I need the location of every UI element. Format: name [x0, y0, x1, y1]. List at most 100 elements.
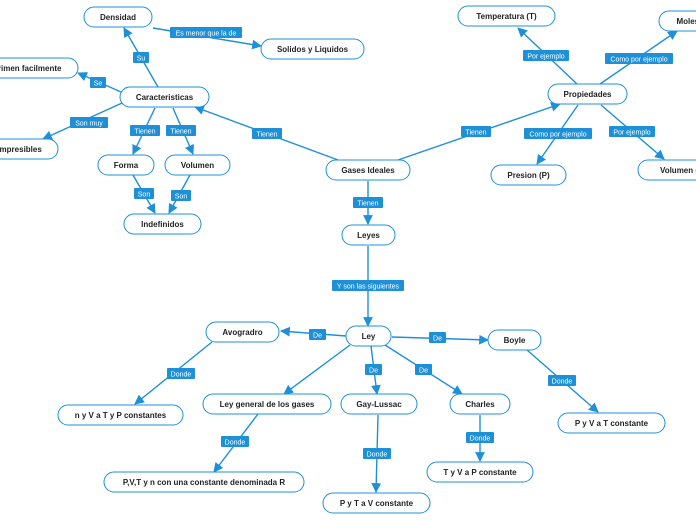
svg-text:Donde: Donde: [552, 379, 573, 386]
node-comprimen-facilmente[interactable]: comprimen facilmente: [0, 57, 79, 79]
edge-label-donde-general: Donde: [221, 436, 249, 447]
node-propiedades[interactable]: Propiedades: [547, 83, 628, 105]
svg-text:De: De: [419, 368, 428, 375]
edge-label-son-forma: Son: [134, 188, 154, 199]
edge-label-su: Su: [133, 52, 149, 63]
edge-label-tienen-leyes: Tienen: [353, 197, 383, 208]
svg-text:Leyes: Leyes: [357, 231, 380, 240]
edge-label-tienen-car: Tienen: [252, 128, 282, 139]
node-volumen[interactable]: Volumen: [164, 154, 231, 176]
svg-text:Su: Su: [137, 56, 146, 63]
node-p-y-v[interactable]: P y V a T constante: [557, 412, 666, 434]
svg-text:Y son las siguientes: Y son las siguientes: [337, 284, 400, 291]
edge-ley-general: [283, 344, 351, 395]
node-compresibles[interactable]: compresibles: [0, 138, 59, 160]
node-gases-ideales[interactable]: Gases Ideales: [325, 159, 411, 181]
svg-text:Por ejemplo: Por ejemplo: [613, 130, 650, 137]
svg-text:Donde: Donde: [367, 452, 388, 459]
svg-text:Solidos y Liquidos: Solidos y Liquidos: [277, 45, 349, 54]
node-t-y-v[interactable]: T y V a P constante: [426, 461, 534, 483]
node-ley-general[interactable]: Ley general de los gases: [202, 393, 332, 415]
svg-text:Gases Ideales: Gases Ideales: [341, 166, 395, 175]
edge-label-de-charles: De: [415, 364, 432, 375]
svg-text:Volumen (V): Volumen (V): [660, 166, 696, 175]
svg-text:Como por ejemplo: Como por ejemplo: [529, 132, 586, 139]
node-caracteristicas[interactable]: Caracteristicas: [119, 86, 210, 108]
svg-text:De: De: [433, 336, 442, 343]
edge-label-tienen-prop: Tienen: [461, 126, 491, 137]
node-temperatura[interactable]: Temperatura (T): [457, 5, 556, 27]
svg-text:Son muy: Son muy: [75, 121, 103, 128]
edge-label-donde-avogadro: Donde: [167, 368, 195, 379]
node-indefinidos[interactable]: Indefinidos: [123, 213, 202, 235]
svg-text:Gay-Lussac: Gay-Lussac: [356, 400, 402, 409]
node-solidos-liquidos[interactable]: Solidos y Liquidos: [260, 38, 365, 60]
svg-text:Caracteristicas: Caracteristicas: [136, 93, 194, 102]
svg-text:Moles (n): Moles (n): [676, 17, 696, 26]
svg-text:De: De: [369, 368, 378, 375]
svg-text:Es menor que la de: Es menor que la de: [176, 31, 237, 38]
node-densidad[interactable]: Densidad: [83, 6, 153, 28]
edge-label-donde-charles: Donde: [466, 432, 494, 443]
svg-text:comprimen facilmente: comprimen facilmente: [0, 64, 62, 73]
svg-text:Donde: Donde: [470, 436, 491, 443]
edge-label-son-muy: Son muy: [70, 117, 108, 128]
edge-label-por-ejemplo-temp: Por ejemplo: [523, 50, 569, 61]
svg-text:Ley: Ley: [362, 332, 376, 341]
node-pvtn[interactable]: P,V,T y n con una constante denominada R: [103, 471, 305, 493]
node-ley[interactable]: Ley: [345, 325, 392, 347]
edge-label-como-ejemplo-moles: Como por ejemplo: [605, 53, 673, 64]
svg-text:Densidad: Densidad: [100, 13, 136, 22]
node-gay-lussac[interactable]: Gay-Lussac: [340, 393, 418, 415]
edge-label-de-gay: De: [365, 364, 382, 375]
svg-text:De: De: [313, 333, 322, 340]
svg-text:T y V a P constante: T y V a P constante: [443, 468, 517, 477]
svg-text:Presion (P): Presion (P): [507, 171, 550, 180]
node-p-y-t[interactable]: P y T a V constante: [322, 492, 431, 514]
svg-text:Son: Son: [138, 192, 151, 199]
edge-label-donde-gay: Donde: [363, 448, 391, 459]
node-n-y-v[interactable]: n y V a T y P constantes: [57, 404, 184, 426]
svg-text:Charles: Charles: [465, 400, 495, 409]
edge-label-se: Se: [90, 77, 106, 88]
edge-label-son-volumen: Son: [171, 190, 191, 201]
node-avogadro[interactable]: Avogradro: [205, 321, 280, 343]
edge-label-tienen-volumen: Tienen: [166, 125, 196, 136]
svg-text:Boyle: Boyle: [504, 336, 526, 345]
svg-text:Ley general de los gases: Ley general de los gases: [220, 400, 315, 409]
edge-label-donde-boyle: Donde: [548, 375, 576, 386]
edge-label-de-boyle: De: [429, 332, 446, 343]
nodes: Densidad Solidos y Liquidos comprimen fa…: [0, 5, 696, 514]
node-charles[interactable]: Charles: [449, 393, 511, 415]
svg-text:Son: Son: [175, 194, 188, 201]
svg-text:Se: Se: [94, 81, 103, 88]
svg-text:Avogradro: Avogradro: [222, 328, 262, 337]
node-volumen-v[interactable]: Volumen (V): [637, 159, 696, 181]
svg-text:Propiedades: Propiedades: [563, 90, 612, 99]
svg-text:P,V,T y n con una constante de: P,V,T y n con una constante denominada R: [123, 478, 285, 487]
svg-text:Donde: Donde: [225, 440, 246, 447]
svg-text:Tienen: Tienen: [170, 129, 191, 136]
node-presion[interactable]: Presion (P): [490, 164, 567, 186]
node-leyes[interactable]: Leyes: [341, 224, 396, 246]
svg-text:P y T a V constante: P y T a V constante: [340, 499, 414, 508]
svg-text:Tienen: Tienen: [256, 132, 277, 139]
svg-text:Tienen: Tienen: [357, 201, 378, 208]
svg-text:Indefinidos: Indefinidos: [141, 220, 184, 229]
node-moles[interactable]: Moles (n): [658, 10, 696, 32]
svg-text:Como por ejemplo: Como por ejemplo: [610, 57, 667, 64]
svg-text:Volumen: Volumen: [181, 161, 214, 170]
svg-text:P y V a T constante: P y V a T constante: [575, 419, 649, 428]
svg-text:Forma: Forma: [114, 161, 139, 170]
edge-label-menor: Es menor que la de: [170, 27, 242, 38]
svg-text:Donde: Donde: [171, 372, 192, 379]
edge-label-por-ejemplo-volumen: Por ejemplo: [609, 126, 655, 137]
edge-label-como-ejemplo-presion: Como por ejemplo: [524, 128, 592, 139]
edge-label-y-son: Y son las siguientes: [332, 280, 404, 291]
svg-text:Por ejemplo: Por ejemplo: [527, 54, 564, 61]
svg-text:Tienen: Tienen: [134, 129, 155, 136]
node-boyle[interactable]: Boyle: [487, 329, 542, 351]
svg-text:n y V a T y P constantes: n y V a T y P constantes: [75, 411, 167, 420]
node-forma[interactable]: Forma: [97, 154, 155, 176]
